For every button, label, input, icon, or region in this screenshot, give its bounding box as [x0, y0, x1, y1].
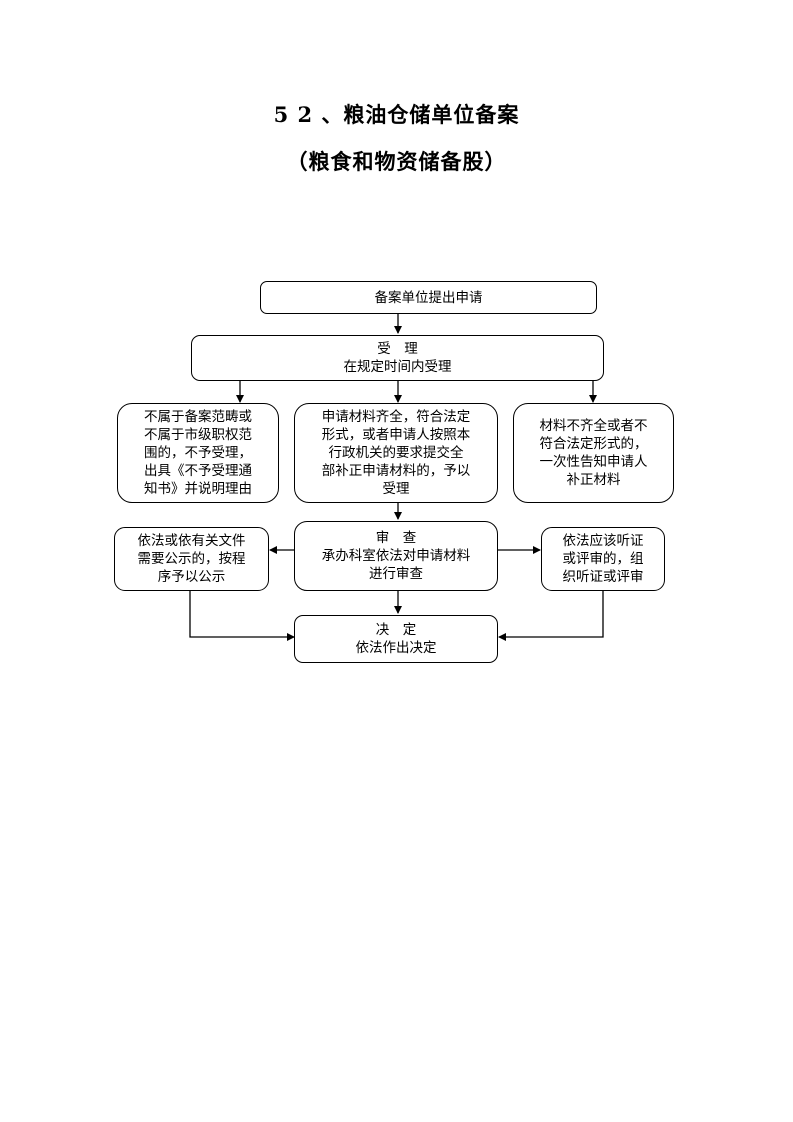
hearing-box: 依法应该听证 或评审的，组 织听证或评审 — [541, 527, 665, 591]
review-heading: 审 查 — [375, 530, 417, 546]
decision-box: 决 定 依法作出决定 — [294, 615, 498, 663]
complete-box: 申请材料齐全，符合法定 形式，或者申请人按照本 行政机关的要求提交全 部补正申请… — [294, 403, 498, 503]
page-subtitle: （粮食和物资储备股） — [286, 149, 507, 174]
review-text: 承办科室依法对申请材料 进行审查 — [321, 548, 471, 582]
arrow-hearing-to-decision — [498, 591, 604, 641]
apply-text: 备案单位提出申请 — [374, 289, 483, 306]
complete-text: 申请材料齐全，符合法定 形式，或者申请人按照本 行政机关的要求提交全 部补正申请… — [321, 409, 471, 497]
reject-text: 不属于备案范畴或 不属于市级职权范 围的，不予受理， 出具《不予受理通 知书》并… — [144, 409, 252, 497]
arrow-publicity-to-decision — [189, 591, 295, 641]
accept-heading: 受 理 — [377, 341, 418, 357]
publicity-text: 依法或依有关文件 需要公示的，按程 序予以公示 — [137, 533, 246, 585]
accept-text: 在规定时间内受理 — [343, 359, 452, 375]
accept-box: 受 理 在规定时间内受理 — [191, 335, 604, 381]
reject-box: 不属于备案范畴或 不属于市级职权范 围的，不予受理， 出具《不予受理通 知书》并… — [117, 403, 279, 503]
apply-box: 备案单位提出申请 — [260, 281, 597, 314]
hearing-text: 依法应该听证 或评审的，组 织听证或评审 — [562, 533, 644, 585]
decision-heading: 决 定 — [375, 622, 417, 638]
incomplete-box: 材料不齐全或者不 符合法定形式的， 一次性告知申请人 补正材料 — [513, 403, 674, 503]
review-box: 审 查 承办科室依法对申请材料 进行审查 — [294, 521, 498, 591]
incomplete-text: 材料不齐全或者不 符合法定形式的， 一次性告知申请人 补正材料 — [539, 418, 648, 488]
decision-text: 依法作出决定 — [355, 640, 437, 656]
page-title: 5 2 、粮油仓储单位备案 — [273, 102, 520, 127]
publicity-box: 依法或依有关文件 需要公示的，按程 序予以公示 — [114, 527, 269, 591]
